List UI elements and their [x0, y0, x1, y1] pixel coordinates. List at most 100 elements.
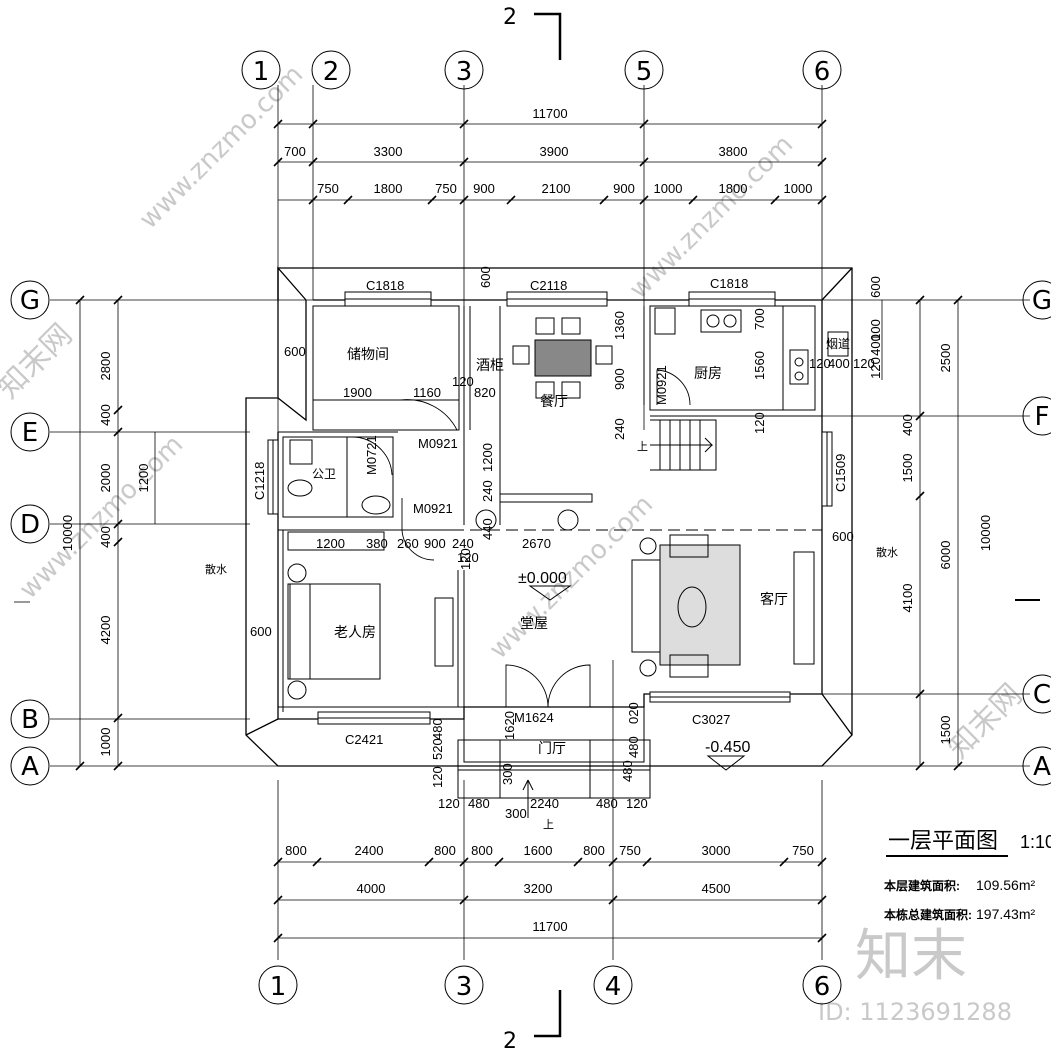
- dim-misc: 480: [626, 736, 641, 758]
- total-area-label: 本栋总建筑面积:: [884, 907, 972, 922]
- dim-left: 400: [98, 404, 113, 426]
- dim-top-r2: 1000: [784, 181, 813, 196]
- room-wine: 酒柜: [476, 357, 504, 373]
- room-dining: 餐厅: [540, 393, 568, 409]
- dim-misc: 120: [809, 356, 831, 371]
- dim-bottom-r1: 750: [792, 843, 814, 858]
- dim-left: 4200: [98, 616, 113, 645]
- axis-bottom-1: 1: [270, 972, 287, 1002]
- dimension-lines: [79, 123, 959, 939]
- dim-top-r2: 2100: [542, 181, 571, 196]
- dim-right-r1: 6000: [938, 541, 953, 570]
- axis-left-e: E: [22, 418, 38, 448]
- room-foyer: 门厅: [538, 740, 566, 756]
- dim-right-r2: 4100: [900, 584, 915, 613]
- dim-top-r2: 900: [613, 181, 635, 196]
- dim-misc: 2240: [530, 796, 559, 811]
- dim-bottom-r2: 3200: [524, 881, 553, 896]
- dim-misc: 440: [480, 518, 495, 540]
- dim-bottom-r1: 1600: [524, 843, 553, 858]
- door-m0921-elder: M0921: [413, 501, 453, 516]
- dim-bottom-r1: 800: [434, 843, 456, 858]
- watermark-id: ID: 1123691288: [818, 998, 1012, 1026]
- dim-misc: 480: [468, 796, 490, 811]
- axis-right-a: A: [1033, 752, 1051, 782]
- note-up-stair: 上: [637, 440, 648, 453]
- watermark-url: www.znzmo.com: [134, 60, 309, 235]
- dim-misc: 1900: [343, 385, 372, 400]
- doors: [351, 369, 691, 708]
- section-mark-top: 2: [503, 5, 517, 30]
- dim-misc: 240: [452, 536, 474, 551]
- dim-right-r1: 1500: [938, 716, 953, 745]
- window-c1818-storage: C1818: [366, 278, 404, 293]
- window-c2421: C2421: [345, 732, 383, 747]
- axis-labels: 1 2 3 5 6 1 3 4 6 G E D B A G F C A: [20, 57, 1051, 1002]
- dim-misc: 1200: [480, 443, 495, 472]
- level-labels: ±0.000 -0.450 散水 散水 上 上: [205, 440, 898, 831]
- axis-bubbles: [10, 50, 1051, 1005]
- dim-misc: 400: [828, 356, 850, 371]
- interior-dimension-labels: 600 600 600 600 1900 1160 120 820 1360 9…: [250, 266, 875, 821]
- room-wc: 公卫: [312, 467, 336, 481]
- dim-misc: 240: [612, 418, 627, 440]
- axis-top-3: 3: [456, 57, 473, 87]
- dim-right-small: 100: [868, 319, 883, 341]
- dim-left: 400: [98, 526, 113, 548]
- room-flue: 烟道: [826, 337, 850, 351]
- axis-left-a: A: [21, 752, 39, 782]
- dim-bottom-total: 11700: [532, 919, 567, 934]
- dim-misc: 480: [596, 796, 618, 811]
- dim-misc: 700: [752, 308, 767, 330]
- door-m0721: M0721: [364, 435, 379, 475]
- axis-top-2: 2: [323, 57, 340, 87]
- floor-area-label: 本层建筑面积:: [884, 878, 960, 893]
- dim-misc: 1200: [316, 536, 345, 551]
- room-labels: 储物间 酒柜 餐厅 厨房 烟道 公卫 老人房 堂屋 客厅 门厅: [312, 337, 850, 756]
- dim-right-r1: 2500: [938, 344, 953, 373]
- room-kitchen: 厨房: [694, 365, 722, 381]
- windows: [267, 291, 833, 725]
- door-m0921-storage: M0921: [418, 436, 458, 451]
- total-area-value: 197.43m²: [976, 906, 1035, 922]
- dim-misc: 600: [832, 529, 854, 544]
- interior-walls: [278, 305, 822, 799]
- axis-right-g: G: [1032, 286, 1051, 316]
- dim-bottom-r2: 4500: [702, 881, 731, 896]
- axis-bottom-3: 3: [456, 972, 473, 1002]
- opening-labels: C1818 C2118 C1818 C1218 C1509 C2421 C302…: [252, 276, 848, 747]
- axis-right-c: C: [1033, 680, 1051, 710]
- dim-misc: 020: [626, 702, 641, 724]
- drawing-scale: 1:10: [1020, 832, 1051, 852]
- level-markers: [522, 585, 746, 818]
- dim-bottom-r1: 750: [619, 843, 641, 858]
- section-mark-labels: 2 2: [503, 5, 517, 1051]
- dim-misc: 480: [620, 760, 635, 782]
- note-up-step: 上: [543, 818, 554, 831]
- dim-misc: 120: [452, 374, 474, 389]
- dim-left: 1000: [98, 728, 113, 757]
- dim-left: 2800: [98, 352, 113, 381]
- dim-misc: 120: [430, 766, 445, 788]
- room-hall: 堂屋: [520, 615, 548, 631]
- dim-top-r1: 3300: [374, 144, 403, 159]
- dim-misc: 300: [505, 806, 527, 821]
- dim-left-total: 10000: [60, 515, 75, 551]
- window-c1509: C1509: [833, 454, 848, 492]
- dim-right-small: 600: [868, 276, 883, 298]
- axis-top-6: 6: [814, 57, 831, 87]
- dim-top-r2: 1800: [374, 181, 403, 196]
- door-m1624: M1624: [514, 710, 554, 725]
- watermark-brand: 知末网: [941, 677, 1029, 765]
- watermark-logo: 知末: [855, 924, 967, 989]
- section-cut-marks: [534, 12, 562, 1038]
- dim-misc: 120: [626, 796, 648, 811]
- level-outside: -0.450: [705, 739, 750, 756]
- dim-misc: 1560: [752, 351, 767, 380]
- staircase: [650, 419, 717, 471]
- title-block: 一层平面图 1:10 本层建筑面积: 109.56m² 本栋总建筑面积: 197…: [884, 828, 1051, 922]
- dim-top-r2: 1800: [719, 181, 748, 196]
- window-c1218: C1218: [252, 462, 267, 500]
- dim-right-r2: 1500: [900, 454, 915, 483]
